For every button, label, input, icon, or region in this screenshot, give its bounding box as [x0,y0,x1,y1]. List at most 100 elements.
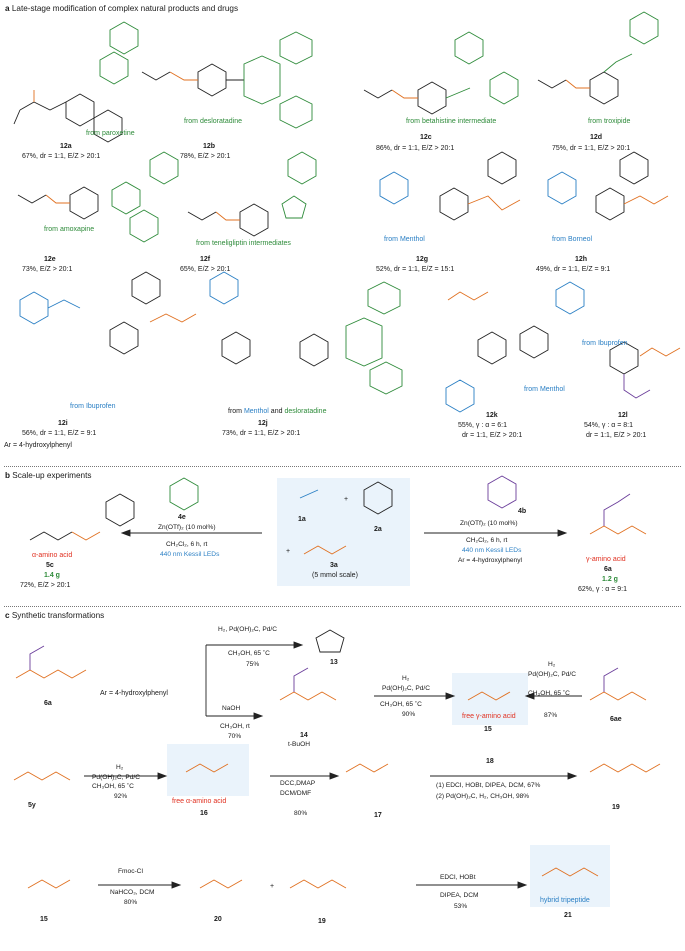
r2-e1: (1) EDCI, HOBt, DIPEA, DCM, 67% [436,782,541,789]
r2-d4: 80% [294,810,308,817]
gamma-amino-label: γ-amino acid [586,556,626,563]
cpd-2a: 2a [374,526,382,533]
source-12h: from Borneol [552,236,593,243]
cpd-15-r3: 15 [40,916,48,923]
source-12e: from amoxapine [44,226,95,233]
c-bot-cond: NaOH [222,705,241,712]
right-cond-4: Ar = 4-hydroxylphenyl [458,557,522,564]
structure-1a-2a-3a [299,481,393,555]
cpd-12j: 12j [258,420,268,427]
source-12j-d: desloratadine [284,408,327,415]
cpd-21: 21 [564,912,572,919]
cpd-12i: 12i [58,420,68,427]
c-h2-yield: 90% [402,711,416,718]
r2-d1: t-BuOH [288,741,310,748]
cpd-12l: 12l [618,412,628,419]
cpd-12k: 12k [486,412,498,419]
section-b-header: b Scale-up experiments [5,471,91,480]
r2-c2: Pd(OH)₂C, Pd/C [92,774,140,781]
source-12j: from Menthol and desloratadine [228,408,326,416]
r3-f2: NaHCO₃, DCM [110,889,155,896]
cpd-19-r3: 19 [318,918,326,925]
data-12h: 49%, dr = 1:1, E/Z = 9:1 [536,266,611,273]
structure-12j [209,271,403,395]
cpd-6a: 6a [604,566,612,573]
arrow-branch [205,641,304,720]
c-right-cond: H₂ [548,661,556,668]
separator-b-c [4,606,681,607]
cpd-19: 19 [612,804,620,811]
r2-c4: 92% [114,793,128,800]
cpd-12d: 12d [590,134,603,141]
arrow-16-17 [270,772,340,780]
source-12i: from Ibuprofen [70,403,116,410]
free-alpha-label: free α-amino acid [172,798,227,805]
cpd-13: 13 [330,659,338,666]
ar-note-c: Ar = 4-hydroxylphenyl [100,690,168,697]
structure-12f [187,151,317,237]
c-top-cond2: CH₃OH, 65 ˚C [228,650,270,657]
section-b-letter: b [5,471,11,480]
r3-g1: EDCI, HOBt [440,874,476,881]
cpd-20: 20 [214,916,222,923]
cpd-18: 18 [486,758,494,765]
data-12l: 54%, γ : α = 8:1 [584,422,633,429]
structure-19 [589,763,661,773]
structure-12d [537,11,659,105]
section-a-letter: a [5,4,10,13]
data-12e: 73%, E/Z > 20:1 [22,266,73,273]
section-c-letter: c [5,611,10,620]
plus-2: + [286,548,291,555]
arrow-14-15 [374,692,456,700]
structure-15-r3 [27,879,71,889]
c-top-cond: H₂, Pd(OH)₂C, Pd/C [218,626,277,633]
free-gamma-box [452,673,528,725]
reactant-box [277,478,410,586]
source-12g: from Menthol [384,236,425,243]
cpd-17: 17 [374,812,382,819]
data-12f: 65%, E/Z > 20:1 [180,266,231,273]
r2-c3: CH₃OH, 65 ˚C [92,783,134,790]
reagent-4e: 4e [178,514,186,521]
structure-6a-c [15,645,87,679]
plus-c: + [270,883,275,890]
r2-d3: DCM/DMF [280,790,312,797]
left-cond-2: CH₂Cl₂, 6 h, rt [166,541,208,548]
right-cond-1: Zn(OTf)₂ (10 mol%) [460,520,518,527]
section-c-header: c Synthetic transformations [5,611,104,620]
reagent-4b: 4b [518,508,527,515]
scale-note: (5 mmol scale) [312,572,358,579]
source-12k: from Menthol [524,386,565,393]
structure-12a [13,21,139,143]
cpd-15: 15 [484,726,492,733]
section-a-title: Late-stage modification of complex natur… [11,4,239,13]
r2-c1: H₂ [116,764,124,771]
structure-6a [589,493,647,535]
c-h2-cond2: Pd(OH)₂C, Pd/C [382,685,430,692]
left-cond-1: Zn(OTf)₂ (10 mol%) [158,524,216,531]
source-12j-b: Menthol [243,408,269,415]
separator-a-b [4,466,681,467]
r3-g2: DIPEA, DCM [440,892,479,899]
arrow-15-20 [98,881,182,889]
structure-17 [345,763,389,773]
data-12i: 56%, dr = 1:1, E/Z = 9:1 [22,430,97,437]
cpd-6ae: 6ae [610,716,622,723]
arrow-6ae-15 [524,692,582,700]
source-12f: from teneligliptin intermediates [196,240,291,247]
arrow-17-19 [430,772,578,780]
data-12a: 67%, dr = 1:1, E/Z > 20:1 [22,153,101,160]
scale-6a: 1.2 g [602,576,618,583]
scale-5c: 1.4 g [44,572,60,579]
structure-15 [467,691,511,701]
arrow-19-21 [416,881,528,889]
yield-6a: 62%, γ : α = 9:1 [578,586,627,593]
structure-6ae [589,667,647,701]
structure-14 [279,667,337,701]
section-b-title: Scale-up experiments [12,471,92,480]
cpd-12e: 12e [44,256,56,263]
structure-12i [19,271,197,355]
structure-16 [185,763,229,773]
right-cond-3: 440 nm Kessil LEDs [462,547,522,554]
